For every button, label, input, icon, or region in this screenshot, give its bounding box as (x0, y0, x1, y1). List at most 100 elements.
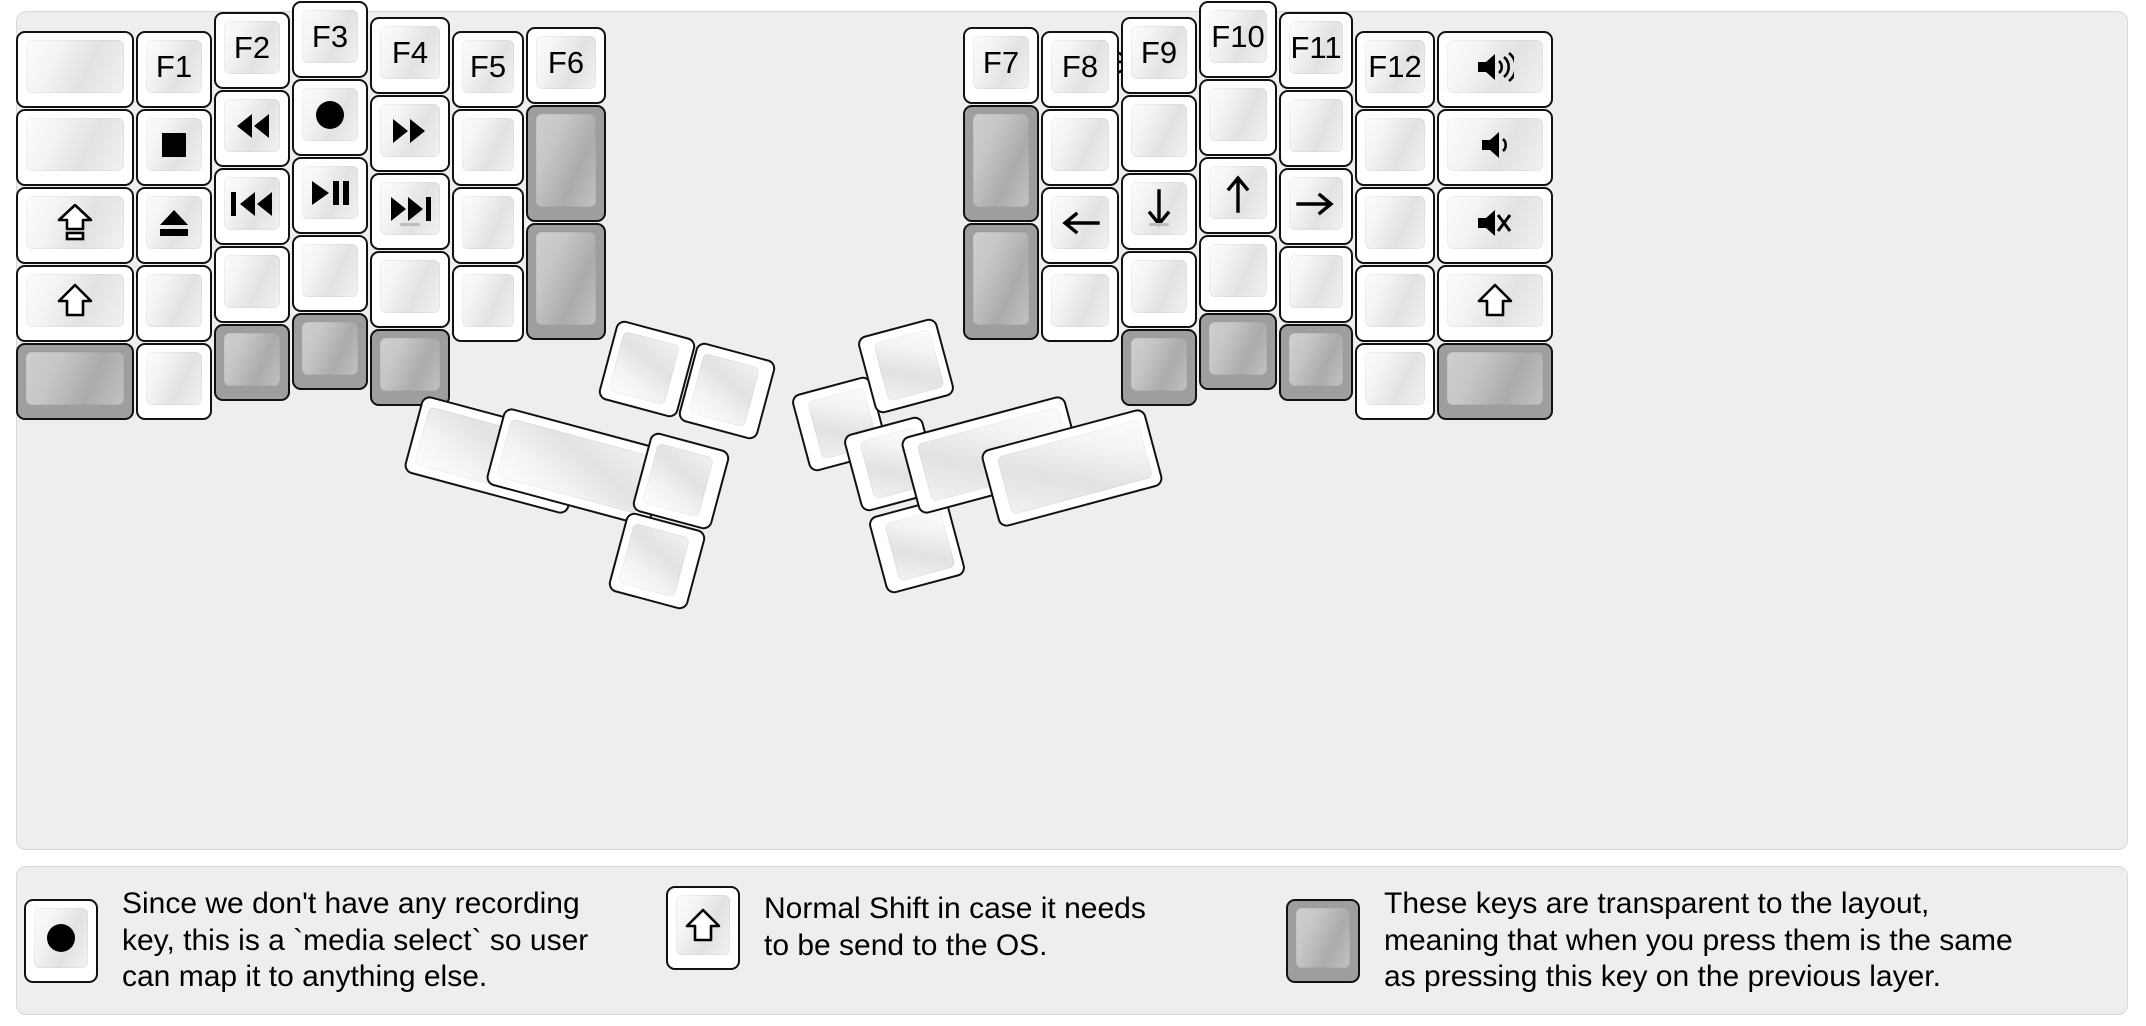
key-cap-face (146, 196, 202, 249)
right-key-3-1[interactable] (1199, 79, 1277, 156)
right-key-4-4[interactable] (1279, 324, 1353, 401)
right-key-0-0[interactable]: F7 (963, 27, 1039, 104)
right-key-6-2[interactable] (1437, 187, 1553, 264)
key-label (1365, 196, 1425, 249)
legend-item-shift-key: Normal Shift in case it needs to be send… (666, 886, 1146, 970)
right-key-5-1[interactable] (1355, 109, 1435, 186)
right-key-5-0[interactable]: F12 (1355, 31, 1435, 108)
left-key-4-4[interactable] (370, 329, 450, 406)
key-label (146, 352, 202, 405)
right-key-3-0[interactable]: F10 (1199, 1, 1277, 78)
right-key-6-0[interactable] (1437, 31, 1553, 108)
left-key-0-2[interactable] (16, 187, 134, 264)
key-cap-face: F8 (1051, 40, 1109, 93)
left-key-1-1[interactable] (136, 109, 212, 186)
legend-description: Normal Shift in case it needs to be send… (764, 892, 1146, 962)
right-key-4-2[interactable] (1279, 168, 1353, 245)
right-key-6-3[interactable] (1437, 265, 1553, 342)
right-key-4-3[interactable] (1279, 246, 1353, 323)
key-label (302, 322, 358, 375)
left-key-6-0[interactable]: F6 (526, 27, 606, 104)
left-key-2-2[interactable] (214, 168, 290, 245)
key-cap-face: F10 (1209, 10, 1267, 63)
left-key-0-0[interactable] (16, 31, 134, 108)
key-cap-face (462, 118, 514, 171)
legend-swatch-transparent-key (1286, 898, 1360, 983)
left-key-0-1[interactable] (16, 109, 134, 186)
left-key-1-4[interactable] (136, 343, 212, 420)
right-key-2-0[interactable]: F9 (1121, 17, 1197, 94)
left-key-5-0[interactable]: F5 (452, 31, 524, 108)
key-cap-face (1447, 352, 1543, 405)
left-key-3-3[interactable] (292, 235, 368, 312)
left-key-6-2[interactable] (526, 223, 606, 340)
media-eject-icon (146, 196, 202, 249)
key-label: F9 (1140, 35, 1178, 70)
key-cap-face (1289, 99, 1343, 152)
right-key-2-2[interactable] (1121, 173, 1197, 250)
right-key-1-0[interactable]: F8 (1041, 31, 1119, 108)
left-key-1-2[interactable] (136, 187, 212, 264)
left-key-0-3[interactable] (16, 265, 134, 342)
right-key-5-4[interactable] (1355, 343, 1435, 420)
right-key-4-0[interactable]: F11 (1279, 12, 1353, 89)
shift-arrow-icon (685, 908, 721, 943)
key-cap-face: F4 (380, 26, 440, 79)
right-key-3-3[interactable] (1199, 235, 1277, 312)
right-key-3-2[interactable] (1199, 157, 1277, 234)
left-key-1-0[interactable]: F1 (136, 31, 212, 108)
key-cap-face (1209, 88, 1267, 141)
left-key-4-3[interactable] (370, 251, 450, 328)
right-key-5-2[interactable] (1355, 187, 1435, 264)
left-key-4-0[interactable]: F4 (370, 17, 450, 94)
left-key-4-2[interactable] (370, 173, 450, 250)
right-key-1-2[interactable] (1041, 187, 1119, 264)
right-key-2-3[interactable] (1121, 251, 1197, 328)
left-key-3-0[interactable]: F3 (292, 1, 368, 78)
legend-item-transparent-key: These keys are transparent to the layout… (1286, 886, 2013, 996)
left-key-1-3[interactable] (136, 265, 212, 342)
key-label: F4 (391, 35, 429, 70)
left-key-6-1[interactable] (526, 105, 606, 222)
left-key-5-2[interactable] (452, 187, 524, 264)
key-cap-face (26, 196, 124, 249)
right-key-2-4[interactable] (1121, 329, 1197, 406)
left-key-2-4[interactable] (214, 324, 290, 401)
left-key-5-3[interactable] (452, 265, 524, 342)
right-key-6-1[interactable] (1437, 109, 1553, 186)
key-cap-face (536, 114, 596, 207)
right-key-0-1[interactable] (963, 105, 1039, 222)
left-key-5-1[interactable] (452, 109, 524, 186)
left-key-2-0[interactable]: F2 (214, 12, 290, 89)
left-key-4-1[interactable] (370, 95, 450, 172)
key-cap-face (1131, 182, 1187, 235)
key-label (1131, 104, 1187, 157)
arrow-up-icon (1209, 166, 1267, 219)
key-cap-face (1447, 274, 1543, 327)
right-key-3-4[interactable] (1199, 313, 1277, 390)
left-key-2-3[interactable] (214, 246, 290, 323)
right-key-1-3[interactable] (1041, 265, 1119, 342)
left-key-3-2[interactable] (292, 157, 368, 234)
left-key-2-1[interactable] (214, 90, 290, 167)
right-key-0-2[interactable] (963, 223, 1039, 340)
right-key-5-3[interactable] (1355, 265, 1435, 342)
key-sublabel-bar (1149, 223, 1169, 226)
right-key-6-4[interactable] (1437, 343, 1553, 420)
key-label (884, 509, 956, 582)
key-label (642, 443, 714, 518)
key-sublabel-bar (400, 223, 420, 226)
left-key-0-4[interactable] (16, 343, 134, 420)
right-key-2-1[interactable] (1121, 95, 1197, 172)
legend-description: Since we don't have any recording key, t… (122, 887, 589, 994)
legend-panel (16, 866, 2128, 1015)
left-key-3-4[interactable] (292, 313, 368, 390)
key-cap-face (1051, 274, 1109, 327)
key-cap-face (1365, 118, 1425, 171)
left-key-3-1[interactable] (292, 79, 368, 156)
right-key-4-1[interactable] (1279, 90, 1353, 167)
key-cap-face (1289, 255, 1343, 308)
key-cap-face (1209, 166, 1267, 219)
right-key-1-1[interactable] (1041, 109, 1119, 186)
